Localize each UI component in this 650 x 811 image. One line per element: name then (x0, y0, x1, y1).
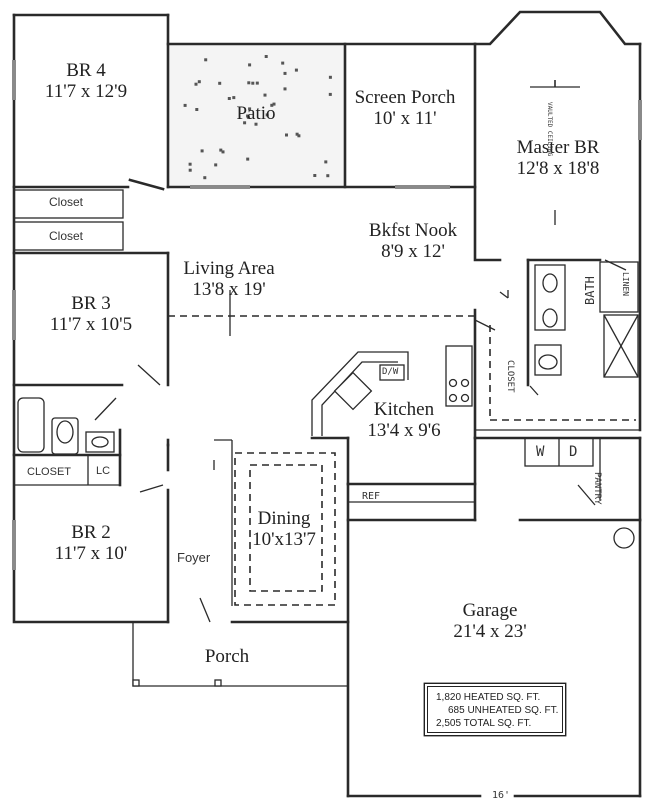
room-br3-name: BR 3 (71, 293, 111, 314)
patio-stipple-dot (265, 113, 269, 117)
room-living-area-dims: 13'8 x 19' (192, 279, 266, 301)
linen-label: LINEN (621, 272, 630, 297)
room-kitchen-dims: 13'4 x 9'6 (367, 420, 441, 442)
room-living-area-name: Living Area (183, 258, 275, 279)
patio-stipple-dot (270, 103, 274, 107)
room-bkfst-nook: Bkfst Nook 8'9 x 12' (358, 220, 468, 263)
dishwasher-label: D/W (382, 367, 399, 377)
total-sqft: 2,505 TOTAL SQ. FT. (436, 718, 532, 729)
pantry-label: PANTRY (592, 472, 602, 505)
refrigerator-label: REF (362, 491, 381, 502)
patio-stipple-dot (214, 163, 218, 167)
unheated-sqft: 685 UNHEATED SQ. FT. (448, 705, 559, 716)
patio-stipple-dot (264, 55, 268, 58)
garage-width-label: 16' (492, 790, 511, 801)
patio-stipple-dot (203, 176, 207, 180)
washer-label: W (536, 444, 545, 460)
room-master-br: Master BR 12'8 x 18'8 (503, 137, 613, 180)
room-garage-name: Garage (462, 600, 518, 621)
patio-stipple-dot (283, 71, 287, 75)
patio-stipple-dot (328, 75, 332, 79)
room-dining: Dining 10'x13'7 (242, 508, 326, 551)
room-br2: BR 2 11'7 x 10' (36, 522, 146, 565)
dryer-label: D (569, 444, 578, 460)
room-bkfst-nook-dims: 8'9 x 12' (381, 241, 445, 263)
patio-stipple-dot (263, 93, 267, 97)
master-closet-label: CLOSET (505, 360, 515, 393)
heated-sqft: 1,820 HEATED SQ. FT. (436, 692, 541, 703)
room-screen-porch-dims: 10' x 11' (373, 108, 437, 130)
square-footage-box: 1,820 HEATED SQ. FT. 685 UNHEATED SQ. FT… (427, 686, 563, 733)
patio-stipple-dot (227, 97, 231, 100)
patio-stipple-dot (297, 134, 301, 138)
patio-stipple-dot (247, 81, 251, 85)
room-screen-porch-name: Screen Porch (354, 87, 456, 108)
room-dining-dims: 10'x13'7 (252, 529, 316, 551)
patio-stipple (183, 55, 332, 180)
room-br4-dims: 11'7 x 12'9 (44, 81, 128, 103)
room-porch-name: Porch (204, 646, 250, 667)
patio-stipple-dot (294, 68, 298, 72)
patio-stipple-dot (194, 82, 198, 86)
patio-stipple-dot (283, 87, 287, 91)
patio-stipple-dot (183, 103, 187, 107)
patio-stipple-dot (324, 160, 328, 164)
patio-stipple-dot (200, 149, 204, 153)
patio-stipple-dot (248, 107, 252, 111)
patio-stipple-dot (255, 81, 259, 85)
room-patio-name: Patio (236, 103, 276, 124)
room-kitchen: Kitchen 13'4 x 9'6 (362, 399, 446, 442)
patio-stipple-dot (285, 133, 288, 137)
patio-stipple-dot (221, 150, 225, 154)
patio-stipple-dot (219, 148, 223, 152)
patio-stipple-dot (313, 174, 317, 177)
room-master-br-name: Master BR (516, 137, 600, 158)
room-br3: BR 3 11'7 x 10'5 (36, 293, 146, 336)
walls (12, 10, 642, 798)
patio-stipple-dot (188, 168, 192, 172)
patio-stipple-dot (251, 81, 255, 85)
patio-stipple-dot (197, 80, 201, 84)
patio-stipple-dot (204, 58, 208, 62)
room-br4: BR 4 11'7 x 12'9 (36, 60, 136, 103)
room-bkfst-nook-name: Bkfst Nook (368, 220, 458, 241)
closet-br2-label: CLOSET (27, 466, 72, 478)
room-living-area: Living Area 13'8 x 19' (170, 258, 288, 301)
patio-stipple-dot (243, 121, 247, 125)
room-br3-dims: 11'7 x 10'5 (49, 314, 133, 336)
patio-stipple-dot (188, 162, 192, 166)
patio-stipple-dot (328, 92, 332, 96)
room-kitchen-name: Kitchen (373, 399, 435, 420)
room-garage: Garage 21'4 x 23' (430, 600, 550, 643)
patio-stipple-dot (281, 61, 285, 65)
patio-area (168, 44, 345, 187)
room-dining-name: Dining (257, 508, 311, 529)
room-garage-dims: 21'4 x 23' (453, 621, 527, 643)
room-br4-name: BR 4 (66, 60, 106, 81)
linen-closet-label: LC (96, 465, 111, 477)
closet-lower-label: Closet (49, 229, 84, 243)
patio-stipple-dot (272, 102, 276, 106)
patio-stipple-dot (295, 132, 299, 136)
patio-stipple-dot (246, 157, 250, 161)
patio-stipple-dot (232, 96, 236, 100)
patio-stipple-dot (248, 63, 252, 67)
room-br2-name: BR 2 (71, 522, 111, 543)
patio-stipple-dot (218, 81, 222, 85)
patio-stipple-dot (326, 174, 330, 178)
patio-stipple-dot (254, 122, 258, 126)
room-master-br-dims: 12'8 x 18'8 (516, 158, 600, 180)
patio-stipple-dot (246, 114, 250, 118)
room-screen-porch: Screen Porch 10' x 11' (345, 87, 465, 130)
bath-label: BATH (583, 276, 597, 305)
patio-stipple-dot (195, 108, 199, 111)
closet-upper-label: Closet (49, 195, 84, 209)
room-br2-dims: 11'7 x 10' (54, 543, 128, 565)
room-foyer-name: Foyer (177, 550, 211, 565)
vaulted-ceiling-label: VAULTED CEILING (546, 102, 553, 157)
